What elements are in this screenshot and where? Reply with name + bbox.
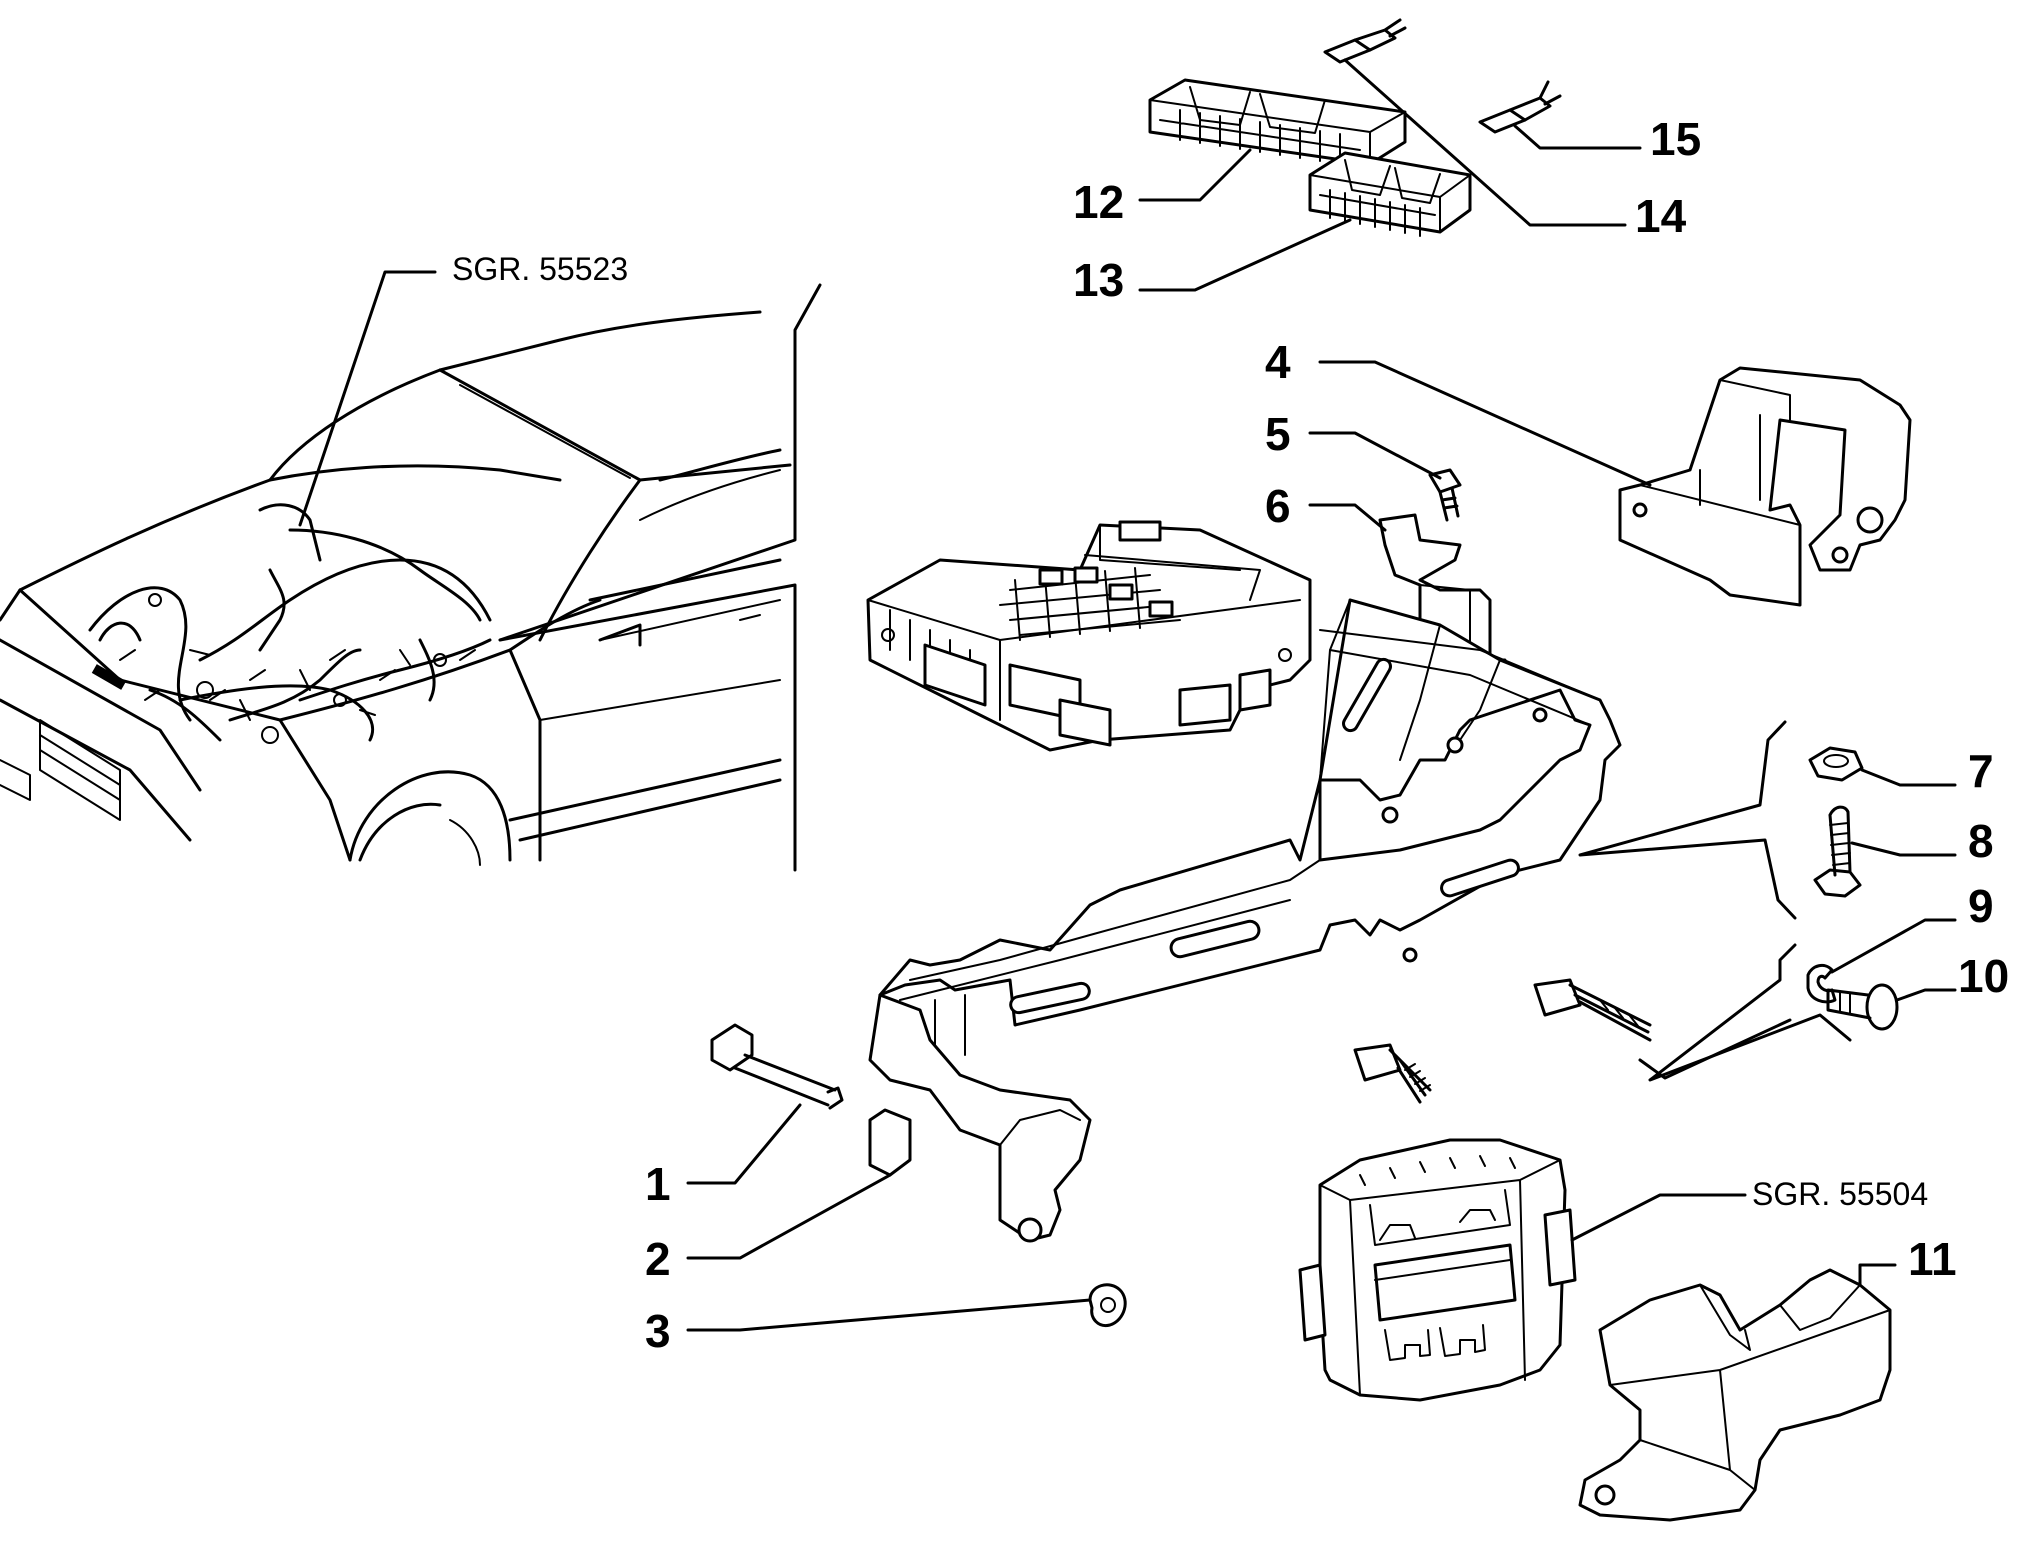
- callout-4: 4: [1265, 336, 1291, 388]
- callout-8: 8: [1968, 815, 1994, 867]
- callout-11: 11: [1908, 1233, 1957, 1285]
- terminal-14: [1323, 18, 1407, 64]
- ecu-module: [1298, 1138, 1577, 1402]
- callout-9: 9: [1968, 880, 1994, 932]
- fuse-box: [866, 520, 1312, 752]
- leader-1: [686, 1103, 802, 1185]
- bracket-4: [1618, 366, 1912, 607]
- leader-5: [1308, 431, 1442, 480]
- leader-10: [1895, 988, 1957, 1002]
- section-divider: [498, 283, 822, 642]
- bolt-1: [710, 1023, 844, 1110]
- nut-7: [1808, 746, 1864, 782]
- group-bracket: [1578, 720, 1797, 920]
- callout-12: 12: [1073, 176, 1124, 228]
- leader-11: [1858, 1263, 1897, 1287]
- bolt-8: [1813, 805, 1862, 898]
- callout-13: 13: [1073, 254, 1124, 306]
- cover-11: [1578, 1268, 1892, 1522]
- terminal-15: [1478, 80, 1562, 134]
- leader-9: [1830, 918, 1957, 974]
- leader-sgr-55504: [1570, 1193, 1747, 1242]
- leader-3: [686, 1298, 1092, 1332]
- clip-9: [1806, 963, 1837, 1004]
- leader-4: [1318, 360, 1652, 487]
- main-frame: [868, 598, 1652, 1243]
- screw-5: [1428, 468, 1462, 522]
- car-illustration: [0, 310, 792, 866]
- callout-10: 10: [1958, 950, 2009, 1002]
- leader-15: [1513, 124, 1642, 150]
- group-bracket: [1638, 1018, 1792, 1080]
- callout-2: 2: [645, 1233, 671, 1285]
- callout-5: 5: [1265, 408, 1291, 460]
- leader-2: [686, 1173, 892, 1260]
- leader-12: [1138, 148, 1252, 202]
- ref-sgr-55523: SGR. 55523: [452, 251, 628, 287]
- washer-3: [1088, 1283, 1127, 1328]
- callout-3: 3: [645, 1305, 671, 1357]
- stud-10: [1826, 983, 1899, 1031]
- leader-14: [1343, 58, 1627, 227]
- leader-7: [1860, 768, 1957, 787]
- connector-13: [1308, 151, 1472, 237]
- callout-14: 14: [1635, 190, 1687, 242]
- leader-13: [1138, 218, 1352, 292]
- callout-7: 7: [1968, 745, 1994, 797]
- ref-sgr-55504: SGR. 55504: [1752, 1176, 1928, 1212]
- connector-12: [1148, 78, 1407, 166]
- leader-8: [1850, 841, 1957, 857]
- callout-1: 1: [645, 1158, 671, 1210]
- leader-6: [1308, 503, 1387, 532]
- callout-6: 6: [1265, 480, 1291, 532]
- section-divider: [498, 583, 797, 872]
- leader-sgr-55523: [298, 270, 437, 527]
- group-bracket: [1648, 943, 1852, 1082]
- callout-15: 15: [1650, 113, 1701, 165]
